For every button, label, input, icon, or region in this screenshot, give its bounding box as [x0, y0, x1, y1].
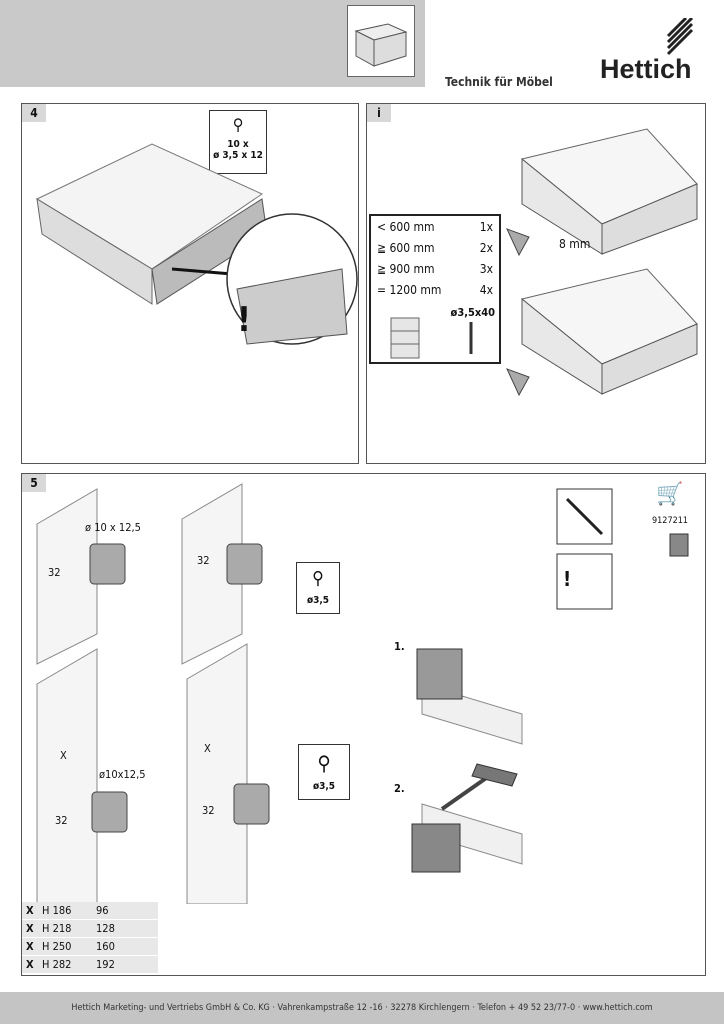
value: 192 [96, 958, 115, 971]
warning-mark: ! [237, 300, 251, 340]
table-row: X H 282 192 [22, 956, 158, 974]
step-5-panel: 5 ø 10 x 12,5 32 32 ⚲ø3,5 X ø10x12,5 32 … [21, 473, 706, 976]
mounting-illustrations [36, 483, 689, 904]
info-number: i [367, 104, 391, 122]
shopping-cart-icon: 🛒 [656, 482, 684, 507]
dimension-32: 32 [48, 566, 61, 579]
height: H 218 [42, 922, 72, 935]
value: 160 [96, 940, 115, 953]
quantity-row: ≧ 600 mm 2x [377, 241, 493, 262]
x-dimension-table: X H 186 96 X H 218 128 X H 250 160 X H 282 192 [22, 902, 158, 974]
step-number: 4 [22, 104, 46, 122]
length: ≧ 600 mm [377, 241, 435, 255]
quantity-row: = 1200 mm 4x [377, 283, 493, 304]
screw-badge: ⚲ ø3,5 [298, 744, 350, 800]
screw-size: ø3,5x40 [450, 306, 495, 319]
length: = 1200 mm [377, 283, 442, 297]
screw-badge: ⚲ 10 x ø 3,5 x 12 [209, 110, 267, 174]
quantity-row: ≧ 900 mm 3x [377, 262, 493, 283]
screw-icon: ⚲ [312, 568, 324, 589]
x: X [26, 940, 34, 953]
svg-text:Hettich: Hettich [600, 54, 692, 84]
info-panel: i < 600 mm 1x ≧ 600 mm 2x ≧ 900 mm 3x = 120… [366, 103, 706, 464]
tagline: Technik für Möbel [445, 75, 553, 89]
screw-size: ø3,5 [312, 781, 336, 792]
dimension-32: 32 [197, 554, 210, 567]
sub-step-1: 1. [394, 640, 405, 653]
x: X [26, 904, 34, 917]
step-4-panel: 4 ⚲ 10 x ø 3,5 x 12 ! [21, 103, 359, 464]
dimension-x: X [204, 742, 211, 755]
screw-count: 10 x [227, 139, 249, 150]
value: 96 [96, 904, 109, 917]
screw-icon: ⚲ [232, 115, 244, 134]
footer: Hettich Marketing- und Vertriebs GmbH & … [0, 992, 724, 1024]
length: ≧ 900 mm [377, 262, 435, 276]
screw-size: ø3,5 [306, 595, 330, 606]
warning-mark: ! [563, 567, 572, 591]
table-row: X H 218 128 [22, 920, 158, 938]
drawer-thumbnail [347, 5, 415, 77]
table-row: X H 250 160 [22, 938, 158, 956]
drawer-assembly-illustration [35, 143, 358, 345]
dimension-x: X [60, 749, 67, 762]
dimension-32: 32 [202, 804, 215, 817]
article-number: 9127211 [652, 516, 689, 526]
value: 128 [96, 922, 115, 935]
height: H 250 [42, 940, 72, 953]
sub-step-2: 2. [394, 782, 405, 795]
table-row: X H 186 96 [22, 902, 158, 920]
qty: 4x [479, 283, 493, 297]
footer-text: Hettich Marketing- und Vertriebs GmbH & … [71, 1003, 653, 1013]
x: X [26, 922, 34, 935]
qty: 1x [479, 220, 493, 234]
quantity-table: < 600 mm 1x ≧ 600 mm 2x ≧ 900 mm 3x = 1200 … [369, 214, 501, 364]
panel-stack-icon [390, 317, 473, 359]
x: X [26, 958, 34, 971]
quantity-row: < 600 mm 1x [377, 220, 493, 241]
qty: 2x [479, 241, 493, 255]
height: H 186 [42, 904, 72, 917]
bore-label: ø 10 x 12,5 [85, 521, 141, 534]
hettich-logo: Hettich [598, 18, 706, 88]
dimension-32: 32 [55, 814, 68, 827]
qty: 3x [479, 262, 493, 276]
step-number: 5 [22, 474, 46, 492]
length: < 600 mm [377, 220, 435, 234]
bore-label: ø10x12,5 [99, 768, 146, 781]
drawer-illustrations [506, 128, 698, 397]
screw-icon: ⚲ [317, 751, 331, 775]
screw-size: ø 3,5 x 12 [213, 150, 263, 161]
screw-badge: ⚲ ø3,5 [296, 562, 340, 614]
height: H 282 [42, 958, 72, 971]
offset-dimension: 8 mm [559, 237, 591, 251]
